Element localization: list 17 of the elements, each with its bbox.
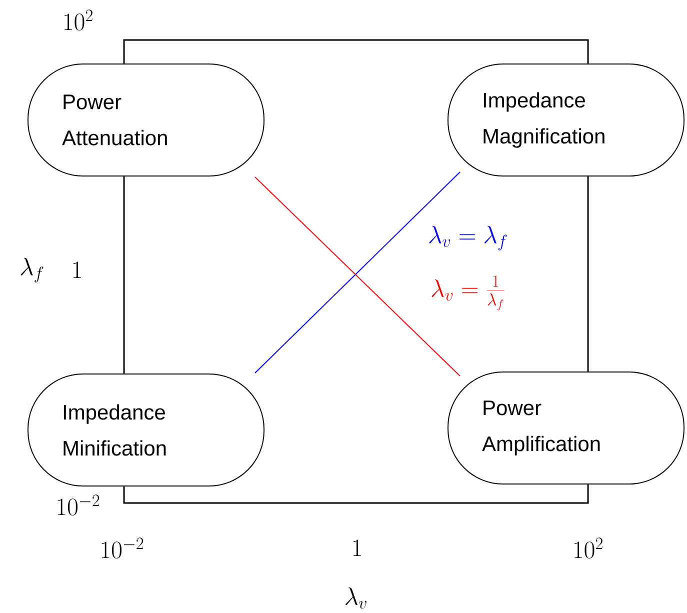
tick-label: $10^2$ bbox=[64, 10, 92, 30]
axis-label: $\lambda_v$ bbox=[346, 588, 366, 609]
connector-line bbox=[123, 39, 589, 64]
tick-label: $1$ bbox=[353, 540, 361, 556]
tick-label: $10^2$ bbox=[574, 538, 602, 558]
connector-line bbox=[587, 176, 589, 372]
stadium-box: Power Attenuation bbox=[28, 64, 264, 176]
connector-line bbox=[123, 484, 589, 504]
tick-label: $10^{-2}$ bbox=[102, 538, 144, 558]
edge-label: $\lambda_v = \lambda_f$ bbox=[426, 224, 510, 252]
stadium-box: Impedance Magnification bbox=[448, 64, 684, 176]
axis-label: $\lambda_f$ bbox=[20, 258, 44, 282]
stadium-box: Impedance Minification bbox=[28, 374, 264, 486]
connector-line bbox=[123, 176, 125, 374]
edge-label: $\lambda_v = \frac{1}{\lambda_f}$ bbox=[429, 274, 507, 312]
tick-label: $1$ bbox=[73, 262, 81, 278]
stadium-box: Power Amplification bbox=[448, 372, 684, 484]
